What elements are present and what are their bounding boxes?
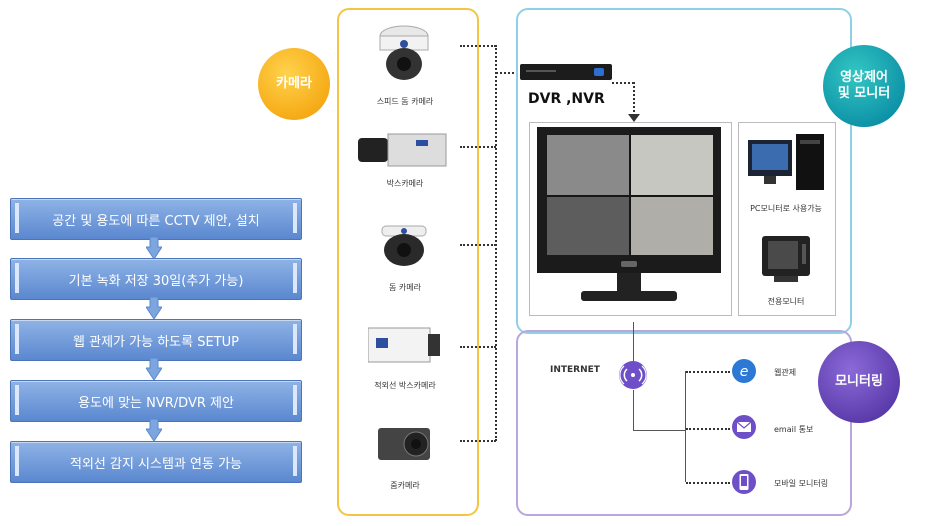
pc-monitor-label: PC모니터로 사용가능 <box>750 204 822 213</box>
camera-badge: 카메라 <box>258 48 330 120</box>
camera-label: 스피드 돔 카메라 <box>376 97 434 106</box>
connector-line <box>460 346 496 348</box>
connector-line <box>686 482 730 484</box>
camera-label: 돔 카메라 <box>389 283 421 292</box>
process-step-label: 공간 및 용도에 따른 CCTV 제안, 설치 <box>52 213 260 229</box>
dedicated-monitor-label: 전용모니터 <box>767 297 805 306</box>
process-step-label: 웹 관제가 가능 하도록 SETUP <box>73 334 239 350</box>
web-monitoring-label: 웹관제 <box>774 368 797 377</box>
connector-line <box>686 428 730 430</box>
dome-camera-icon <box>381 225 427 266</box>
camera-label: 박스카메라 <box>386 179 424 188</box>
camera-label: 줌카메라 <box>390 481 420 490</box>
svg-text:e: e <box>740 364 749 380</box>
process-step-2: 기본 녹화 저장 30일(추가 가능) <box>10 258 302 300</box>
monitor-badge: 영상제어 및 모니터 <box>823 45 905 127</box>
speed-dome-camera-icon <box>379 25 429 80</box>
internet-label: INTERNET <box>550 365 600 375</box>
process-step-5: 적외선 감지 시스템과 연동 가능 <box>10 441 302 483</box>
box-camera-icon <box>358 133 447 167</box>
process-step-label: 적외선 감지 시스템과 연동 가능 <box>69 456 242 472</box>
process-step-4: 용도에 맞는 NVR/DVR 제안 <box>10 380 302 422</box>
pc-monitor-frame <box>738 122 836 316</box>
monitoring-badge: 모니터링 <box>818 341 900 423</box>
web-browser-icon: e <box>732 359 756 383</box>
wireless-antenna-icon <box>619 361 647 389</box>
process-step-1: 공간 및 용도에 따른 CCTV 제안, 설치 <box>10 198 302 240</box>
mobile-phone-icon <box>732 470 756 494</box>
connector-line <box>496 72 522 74</box>
connector-line <box>633 82 635 116</box>
camera-panel <box>337 8 479 516</box>
connector-line <box>460 244 496 246</box>
connector-line <box>460 440 496 442</box>
crt-monitor-icon <box>762 236 810 282</box>
down-arrow-icon <box>146 297 162 319</box>
connector-line <box>460 45 496 47</box>
arrow-down-icon <box>628 114 640 122</box>
connector-line <box>633 390 634 430</box>
network-panel <box>516 330 852 516</box>
pc-computer-icon <box>748 134 824 190</box>
process-step-label: 용도에 맞는 NVR/DVR 제안 <box>78 395 234 411</box>
connector-line <box>460 146 496 148</box>
dvr-device-icon <box>520 64 612 80</box>
lcd-monitor-icon <box>537 127 721 301</box>
main-monitor-frame <box>529 122 732 316</box>
connector-line <box>633 430 685 431</box>
down-arrow-icon <box>146 419 162 441</box>
connector-line <box>612 82 634 84</box>
camera-label: 적외선 박스카메라 <box>374 381 436 390</box>
process-step-label: 기본 녹화 저장 30일(추가 가능) <box>68 273 244 289</box>
connector-line <box>633 322 634 362</box>
mobile-monitoring-label: 모바일 모니터링 <box>774 479 829 488</box>
down-arrow-icon <box>146 358 162 380</box>
recorder-label: DVR ,NVR <box>528 91 605 107</box>
connector-line <box>685 371 686 482</box>
monitor-panel <box>516 8 852 334</box>
zoom-camera-icon <box>378 428 430 460</box>
ir-box-camera-icon <box>368 327 440 363</box>
connector-line <box>686 371 730 373</box>
monitor-badge-label: 영상제어 및 모니터 <box>837 69 891 101</box>
connector-line <box>495 45 497 441</box>
email-notify-label: email 통보 <box>774 425 814 434</box>
down-arrow-icon <box>146 237 162 259</box>
email-icon <box>732 415 756 439</box>
process-step-3: 웹 관제가 가능 하도록 SETUP <box>10 319 302 361</box>
